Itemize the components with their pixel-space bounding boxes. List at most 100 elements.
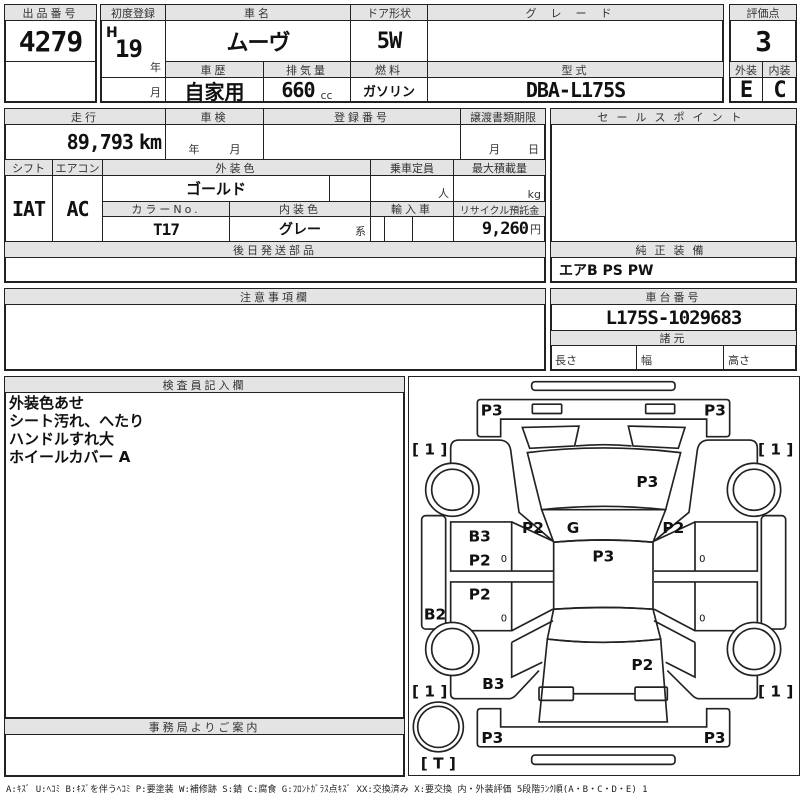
left-tail-light xyxy=(538,686,575,702)
capacity-unit: 人 xyxy=(370,175,454,202)
front-left-wheel xyxy=(430,468,474,512)
left-doors xyxy=(449,521,554,632)
later-parts-label: 後日発送部品 xyxy=(4,241,546,258)
int-color-value: グレー xyxy=(279,222,321,238)
ext-color-value: ゴールド xyxy=(102,175,330,202)
door-handle-lf: 0 xyxy=(501,554,507,565)
transfer-month: 月 xyxy=(489,143,500,156)
displacement-unit: cc xyxy=(320,89,333,102)
mark-windshield: G xyxy=(567,519,580,537)
windshield xyxy=(540,505,667,544)
chassis-number: L175S-1029683 xyxy=(550,304,797,331)
mark-rear-bumper-left: P3 xyxy=(481,729,503,747)
ac-label: エアコン xyxy=(52,159,103,176)
transfer-day: 日 xyxy=(528,143,539,156)
mark-left-rear-fender: B3 xyxy=(482,675,504,693)
era: H xyxy=(106,25,118,41)
right-doors xyxy=(653,521,759,632)
mark-right-pillar: P2 xyxy=(662,519,684,537)
mark-tire-front-right: [ 1 ] xyxy=(758,441,793,459)
ext-color-label: 外装色 xyxy=(102,159,371,176)
right-tail-light xyxy=(634,686,669,702)
recycle-label: リサイクル預託金 xyxy=(453,201,546,217)
equipment-value: エアB PS PW xyxy=(550,257,797,283)
door-label: ドア形状 xyxy=(350,4,428,21)
rear-right-wheel xyxy=(732,627,776,671)
mark-tire-rear-left: [ 1 ] xyxy=(412,683,447,701)
left-front-glass xyxy=(521,425,581,450)
first-reg-label: 初度登録 xyxy=(100,4,166,21)
mileage-cell: 89,793 km xyxy=(4,124,166,160)
caution-label: 注意事項欄 xyxy=(4,288,546,305)
shift-value: IAT xyxy=(4,175,53,242)
right-side-skirt xyxy=(760,514,787,630)
ac-value: AC xyxy=(52,175,103,242)
office-label: 事務局よりご案内 xyxy=(4,718,405,735)
mark-spare-tire: [ T ] xyxy=(421,755,456,773)
left-rear-fender xyxy=(449,620,554,700)
car-outline xyxy=(412,380,787,766)
shift-label: シフト xyxy=(4,159,53,176)
mark-left-skirt: B2 xyxy=(424,605,446,623)
door-handle-rf: 0 xyxy=(699,554,705,565)
mileage-unit: km xyxy=(138,130,162,154)
inspector-label: 検査員記入欄 xyxy=(4,376,405,393)
history-value: 自家用 xyxy=(165,77,264,103)
rear-left-wheel xyxy=(430,627,474,671)
mark-left-pillar: P2 xyxy=(522,519,544,537)
model-value: DBA-L175S xyxy=(427,77,724,103)
mark-left-front-door-b: B3 xyxy=(468,528,490,546)
displacement-cell: 660 cc xyxy=(263,77,351,103)
spec-length: 長さ xyxy=(550,345,637,371)
damage-marks: P3 P3 [ 1 ] [ 1 ] P3 P2 G P2 B3 P2 P3 P2… xyxy=(412,402,793,773)
interior-grade: C xyxy=(762,77,797,103)
mark-trunk: P2 xyxy=(631,656,653,674)
front-bumper-bar xyxy=(530,380,676,392)
front-bumper xyxy=(476,398,731,438)
door-type: 5W xyxy=(350,20,428,62)
int-color-label: 内装色 xyxy=(229,201,371,217)
later-parts-value xyxy=(4,257,546,283)
spec-width: 幅 xyxy=(636,345,724,371)
left-front-fender xyxy=(449,439,554,542)
specs-label: 諸元 xyxy=(550,330,797,346)
color-no-value: T17 xyxy=(102,216,230,242)
inspector-note: シート汚れ、へたり xyxy=(9,412,145,430)
first-reg-year: 19 xyxy=(115,35,143,63)
inspection-cell: 年 月 xyxy=(165,124,264,160)
mark-front-bumper-left: P3 xyxy=(481,402,503,420)
mark-rear-bumper-right: P3 xyxy=(704,729,726,747)
rear-window xyxy=(546,606,662,644)
max-load-label: 最大積載量 xyxy=(453,159,546,176)
right-headlight xyxy=(644,403,676,415)
ext-color-extra xyxy=(329,175,371,202)
inspection-month: 月 xyxy=(229,143,241,156)
displacement-label: 排気量 xyxy=(263,61,351,78)
displacement-value: 660 xyxy=(281,78,315,102)
equipment-label: 純正装備 xyxy=(550,241,797,258)
exterior-grade: E xyxy=(729,77,763,103)
right-rear-fender xyxy=(653,620,759,700)
history-label: 車歴 xyxy=(165,61,264,78)
front-right-wheel xyxy=(732,468,776,512)
mark-tire-rear-right: [ 1 ] xyxy=(758,683,793,701)
inspection-label: 車検 xyxy=(165,108,264,125)
grade-value xyxy=(427,20,724,62)
first-reg-month: 月 xyxy=(100,77,166,103)
color-no-label: カラーNo. xyxy=(102,201,230,217)
reg-no-value xyxy=(263,124,461,160)
door-handle-lr: 0 xyxy=(501,613,507,624)
rear-bumper xyxy=(476,707,731,748)
max-load-unit: kg xyxy=(453,175,546,202)
interior-label: 内装 xyxy=(762,61,797,78)
lot-blank xyxy=(4,61,97,103)
mileage-label: 走行 xyxy=(4,108,166,125)
fuel-label: 燃料 xyxy=(350,61,428,78)
car-name: ムーヴ xyxy=(165,20,351,62)
inspector-notes: 外装色あせ シート汚れ、へたり ハンドルすれ大 ホイールカバー A xyxy=(9,394,144,466)
recycle-cell: 9,260 円 xyxy=(453,216,546,242)
lot-label: 出品番号 xyxy=(4,4,97,21)
year-unit: 年 xyxy=(150,61,161,74)
hood xyxy=(526,447,682,511)
score-value: 3 xyxy=(729,20,797,62)
